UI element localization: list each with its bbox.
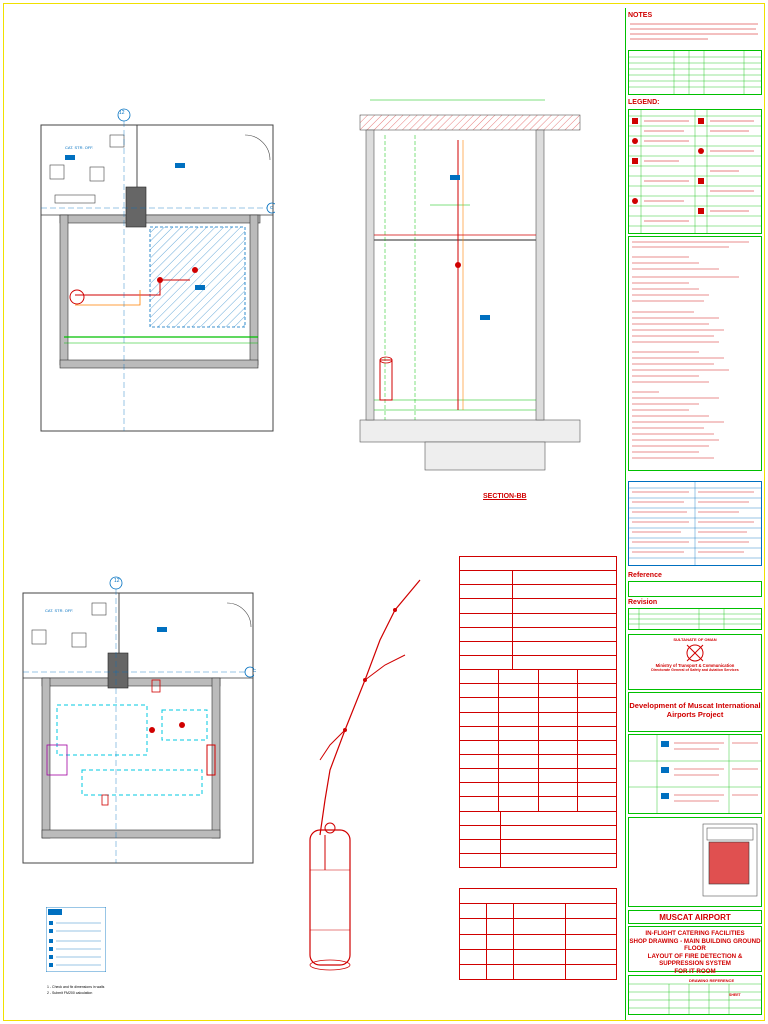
sheet-border (3, 3, 765, 1021)
drawing-title-line-2: SHOP DRAWING - MAIN BUILDING GROUND FLOO… (629, 937, 761, 953)
sheet-label: SHEET (729, 993, 741, 997)
section-bb-title: SECTION-BB (483, 493, 527, 500)
airport-name: MUSCAT AIRPORT (659, 913, 731, 922)
room-label-bottom: CAT. STR. OFF. (45, 608, 74, 613)
ministry-line-1: Ministry of Transport & Communication (655, 663, 735, 668)
drawing-title-line-4: FOR IT ROOM (674, 967, 716, 975)
floor-plan-bottom (22, 576, 254, 864)
footnote-2: 2 - Submit FM200 calculation (47, 991, 93, 995)
project-line-2: Airports Project (666, 710, 724, 719)
project-block: Development of Muscat International Airp… (628, 692, 762, 732)
notes-heading: NOTES (628, 12, 653, 19)
oman-emblem (686, 644, 704, 662)
drawing-reference-label: DRAWING REFERENCE (689, 978, 735, 983)
nozzle-schedule-table (459, 888, 617, 980)
reference-heading: Reference (628, 572, 662, 579)
notes-text (628, 20, 762, 48)
comments-table (628, 481, 762, 566)
key-plan (628, 817, 762, 907)
drawing-title-line-1: IN-FLIGHT CATERING FACILITIES (645, 930, 745, 937)
legend-heading: LEGEND: (628, 99, 660, 106)
revision-heading: Revision (628, 599, 658, 606)
project-line-1: Development of Muscat International (629, 701, 761, 710)
floor-plan-top (40, 108, 275, 432)
reference-table (628, 581, 762, 597)
room-label-top: CAT. STR. OFF. (65, 145, 94, 150)
sultanate-text: SULTANATE OF OMAN (673, 637, 717, 642)
small-legend-box (46, 907, 106, 972)
drawing-title-line-3: LAYOUT OF FIRE DETECTION & SUPPRESSION S… (647, 952, 743, 968)
airport-name-block: MUSCAT AIRPORT (628, 910, 762, 924)
legend-table (628, 109, 762, 234)
revision-table (628, 608, 762, 630)
calculation-table (459, 556, 617, 868)
grid-marker-bottom: 12 (114, 578, 120, 584)
drawing-title-block: IN-FLIGHT CATERING FACILITIES SHOP DRAWI… (628, 926, 762, 975)
isometric-piping (309, 579, 421, 971)
drawing-reference-block: DRAWING REFERENCE SHEET (628, 975, 762, 1015)
ministry-line-2: Directorate General of Safety and Aviati… (651, 668, 739, 672)
footnote-1: 1 - Check and fix dimensions in walls (47, 985, 105, 989)
title-block (625, 8, 765, 1020)
grid-marker-c2: C (253, 668, 257, 673)
notes-table (628, 50, 762, 95)
section-bb-drawing (359, 99, 581, 471)
grid-marker-top: 12 (119, 110, 125, 116)
grid-marker-c1: C (270, 205, 274, 210)
client-block: SULTANATE OF OMAN Ministry of Transport … (628, 634, 762, 690)
consultants-block (628, 734, 762, 814)
general-notes (628, 236, 762, 471)
